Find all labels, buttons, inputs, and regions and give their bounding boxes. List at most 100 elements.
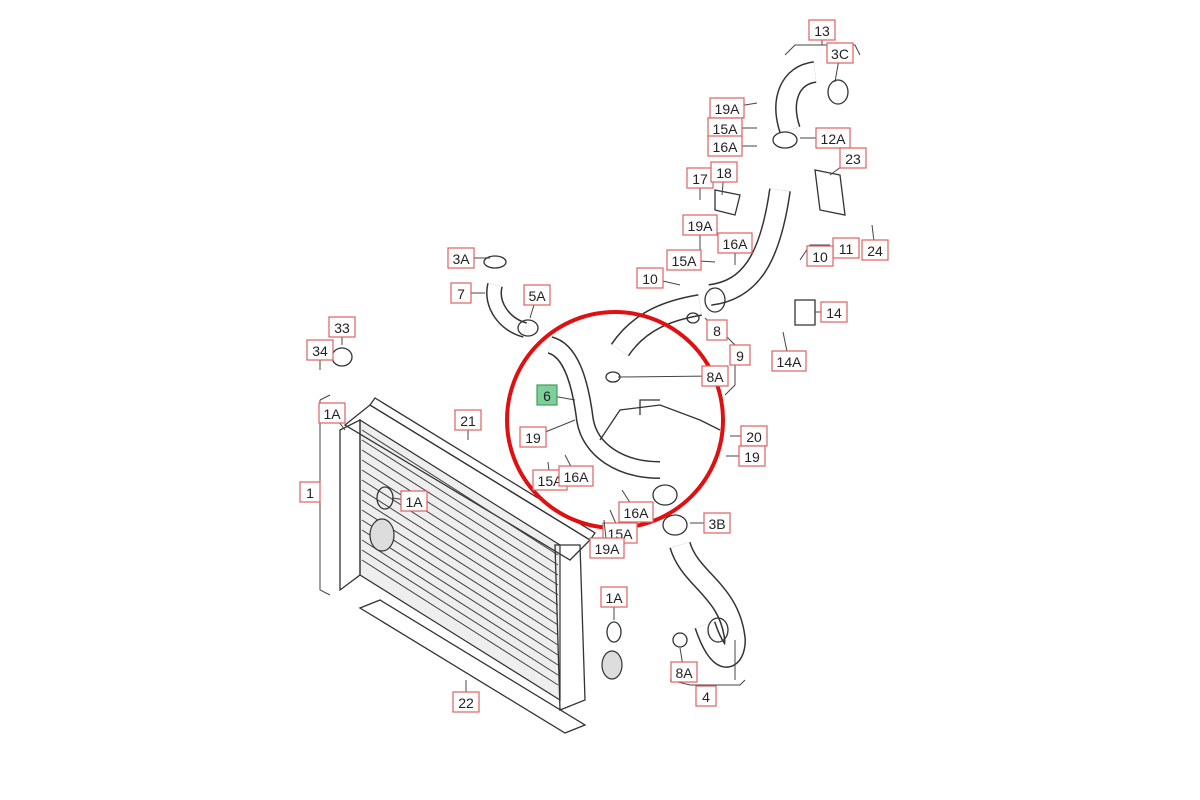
callout-label-14[interactable]: 14 <box>815 301 848 323</box>
label-box <box>299 481 321 503</box>
callout-label-3b[interactable]: 3B <box>690 512 731 534</box>
cooler-fin <box>361 539 559 666</box>
callout-label-19[interactable]: 19 <box>519 419 576 448</box>
callout-label-23[interactable]: 23 <box>829 147 867 176</box>
label-box <box>808 19 836 41</box>
label-text: 12A <box>821 131 847 147</box>
label-text: 18 <box>716 165 732 181</box>
callout-label-34[interactable]: 34 <box>306 339 334 370</box>
label-box <box>636 267 664 289</box>
label-box <box>710 161 738 183</box>
callout-label-16a[interactable]: 16A <box>717 232 753 265</box>
label-text: 10 <box>812 249 828 265</box>
label-box <box>820 301 848 323</box>
callout-label-10[interactable]: 10 <box>806 245 834 267</box>
label-text: 10 <box>642 271 658 287</box>
label-text: 6 <box>543 388 551 404</box>
label-box <box>806 245 834 267</box>
callout-label-21[interactable]: 21 <box>454 409 482 440</box>
callout-label-3c[interactable]: 3C <box>826 42 854 83</box>
label-text: 14 <box>826 305 842 321</box>
callout-label-16a[interactable]: 16A <box>707 135 757 157</box>
label-text: 23 <box>845 151 861 167</box>
callout-label-10[interactable]: 10 <box>636 267 681 289</box>
label-box <box>306 339 334 361</box>
label-text: 33 <box>334 320 350 336</box>
callout-label-13[interactable]: 13 <box>808 19 836 45</box>
callout-label-19a[interactable]: 19A <box>589 519 625 559</box>
callout-label-7[interactable]: 7 <box>450 282 485 304</box>
label-text: 19 <box>744 449 760 465</box>
callout-label-3a[interactable]: 3A <box>447 247 490 269</box>
callout-label-8[interactable]: 8 <box>704 317 728 341</box>
callout-label-1a[interactable]: 1A <box>318 402 346 431</box>
label-box <box>600 586 628 608</box>
callout-label-11[interactable]: 11 <box>832 237 860 259</box>
label-box <box>558 465 594 487</box>
callout-label-17[interactable]: 17 <box>686 167 714 200</box>
cooler-fin <box>361 439 559 566</box>
callout-label-1a[interactable]: 1A <box>391 490 428 512</box>
label-text: 7 <box>457 286 465 302</box>
label-text: 1 <box>306 485 314 501</box>
callout-label-6[interactable]: 6 <box>536 384 576 406</box>
callout-label-15a[interactable]: 15A <box>666 249 716 271</box>
label-text: 16A <box>713 139 739 155</box>
label-box <box>589 537 625 559</box>
label-text: 15A <box>538 473 564 489</box>
callout-label-1a[interactable]: 1A <box>600 586 628 620</box>
callout-label-12a[interactable]: 12A <box>800 127 851 149</box>
callout-label-14a[interactable]: 14A <box>771 331 807 372</box>
callout-label-8a[interactable]: 8A <box>617 365 729 387</box>
label-box <box>328 316 356 338</box>
label-box <box>707 135 743 157</box>
callout-label-4[interactable]: 4 <box>695 685 717 707</box>
callout-label-33[interactable]: 33 <box>328 316 356 345</box>
callout-label-19a[interactable]: 19A <box>682 214 718 260</box>
label-text: 19A <box>715 101 741 117</box>
label-text: 19 <box>525 430 541 446</box>
intercooler <box>339 397 623 734</box>
label-box <box>447 247 475 269</box>
callout-label-1[interactable]: 1 <box>299 481 321 503</box>
label-text: 16A <box>723 236 749 252</box>
cooler-fin <box>361 489 559 616</box>
label-box <box>861 239 889 261</box>
label-text: 34 <box>312 343 328 359</box>
label-text: 3B <box>708 516 725 532</box>
callout-label-20[interactable]: 20 <box>730 425 768 447</box>
label-text: 15A <box>672 253 698 269</box>
callout-label-5a[interactable]: 5A <box>523 284 551 319</box>
label-box <box>519 426 547 448</box>
callout-label-19[interactable]: 19 <box>726 445 766 467</box>
cooler-fin <box>361 479 559 606</box>
label-text: 8A <box>706 369 724 385</box>
label-box <box>318 402 346 424</box>
cooler-fin <box>361 429 559 556</box>
label-text: 19A <box>595 541 621 557</box>
label-box <box>729 344 751 366</box>
callout-label-8a[interactable]: 8A <box>670 647 698 683</box>
label-text: 1A <box>405 494 423 510</box>
callout-label-16a[interactable]: 16A <box>558 454 594 487</box>
label-box <box>666 249 702 271</box>
label-box <box>450 282 472 304</box>
callout-label-18[interactable]: 18 <box>710 161 738 196</box>
label-text: 22 <box>458 695 474 711</box>
label-text: 8A <box>675 665 693 681</box>
callout-label-16a[interactable]: 16A <box>618 489 654 523</box>
label-box <box>523 284 551 306</box>
callout-label-15a[interactable]: 15A <box>707 117 757 139</box>
callout-label-24[interactable]: 24 <box>861 224 889 261</box>
callout-label-19a[interactable]: 19A <box>709 97 758 119</box>
label-box <box>536 384 558 406</box>
label-box <box>771 350 807 372</box>
callout-label-9[interactable]: 9 <box>729 344 751 366</box>
label-box <box>452 691 480 713</box>
label-box <box>706 319 728 341</box>
cooler-fin <box>361 449 559 576</box>
label-box <box>738 445 766 467</box>
label-text: 16A <box>564 469 590 485</box>
callout-label-22[interactable]: 22 <box>452 680 480 713</box>
label-box <box>839 147 867 169</box>
